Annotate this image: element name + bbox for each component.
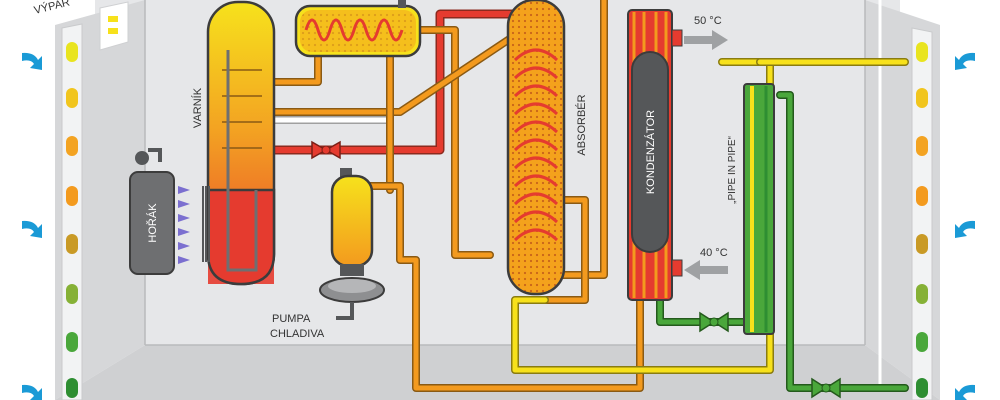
- curved-arrow-icon: [22, 220, 42, 238]
- generator-label: VARNÍK: [191, 87, 204, 128]
- evaporator-flap: [99, 1, 129, 51]
- arrow-left-icon: [684, 260, 728, 280]
- indicator-segment: [66, 42, 78, 62]
- indicator-segment: [916, 136, 928, 156]
- pump-tank: [330, 174, 374, 268]
- curved-arrow-icon: [955, 52, 975, 70]
- indicator-segment: [916, 42, 928, 62]
- indicator-segment: [916, 186, 928, 206]
- pump-label-line1: PUMPA: [272, 313, 311, 325]
- indicator-segment: [916, 88, 928, 108]
- indicator-segment: [916, 234, 928, 254]
- indicator-segment: [66, 234, 78, 254]
- absorber-label: ABSORBÉR: [575, 94, 588, 155]
- valve-icon: [311, 140, 341, 160]
- generator: [202, 0, 276, 286]
- burner-body: [129, 171, 175, 275]
- indicator-segment: [66, 378, 78, 398]
- condenser-body: [631, 51, 669, 253]
- dephlegmator: [294, 0, 422, 58]
- pipe-in-pipe: [743, 83, 775, 335]
- temp-out-label: 50 °C: [694, 15, 722, 27]
- housing-floor: [55, 345, 940, 400]
- evaporator-label: VÝPAR: [33, 0, 72, 17]
- indicator-segment: [916, 284, 928, 304]
- absorber: [506, 0, 566, 296]
- flame-icon: [178, 186, 190, 264]
- curved-arrow-icon: [955, 384, 975, 400]
- pipe-in-pipe-label: „PIPE IN PIPE“: [727, 136, 738, 204]
- burner: [129, 148, 190, 275]
- indicator-segment: [66, 88, 78, 108]
- generator-fins: [202, 186, 210, 262]
- indicator-segment: [66, 332, 78, 352]
- curved-arrow-icon: [22, 384, 42, 400]
- condenser: [627, 9, 683, 301]
- temp-in-label: 40 °C: [700, 247, 728, 259]
- indicator-segment: [916, 378, 928, 398]
- evaporator-right-strip: [911, 27, 933, 400]
- indicator-segment: [66, 186, 78, 206]
- indicator-segment: [66, 136, 78, 156]
- housing-back-wall: [95, 0, 900, 345]
- refrigerant-pump: [319, 168, 385, 320]
- valve-icon: [699, 311, 729, 333]
- evaporator-left-strip: [61, 23, 83, 400]
- pump-label-line2: CHLADIVA: [270, 328, 325, 340]
- condenser-label: KONDENZÁTOR: [644, 110, 657, 194]
- indicator-segment: [66, 284, 78, 304]
- arrow-right-icon: [684, 30, 728, 50]
- curved-arrow-icon: [22, 52, 42, 70]
- valve-icon: [811, 377, 841, 399]
- curved-arrow-icon: [955, 220, 975, 238]
- indicator-segment: [916, 332, 928, 352]
- burner-label: HOŘÁK: [146, 203, 159, 243]
- air-inlet-arrows: [22, 52, 975, 400]
